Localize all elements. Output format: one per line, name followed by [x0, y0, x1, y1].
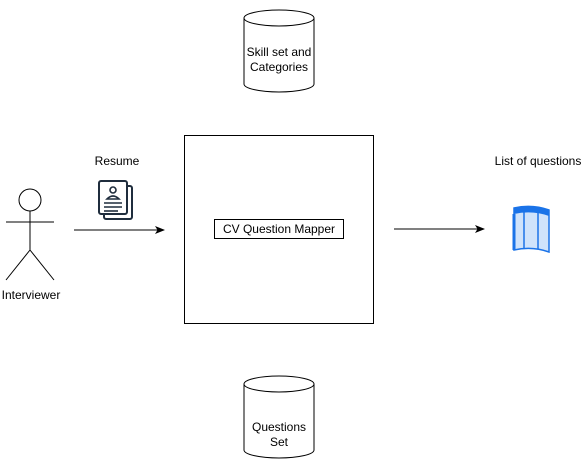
questions-database-icon[interactable] — [243, 375, 315, 459]
resume-label: Resume — [94, 154, 140, 168]
question-list-table-icon[interactable] — [512, 205, 550, 254]
resume-document-icon — [98, 180, 133, 220]
questions-database-label-line1: Questions — [251, 420, 307, 434]
skills-database-label-line2: Categories — [249, 60, 309, 74]
skills-database-icon[interactable] — [243, 9, 315, 93]
output-label: List of questions — [494, 154, 582, 168]
interviewer-actor-icon[interactable] — [5, 188, 55, 281]
mapper-label[interactable]: CV Question Mapper — [214, 219, 344, 239]
interviewer-label: Interviewer — [1, 288, 61, 302]
skills-database-label-line1: Skill set and — [246, 45, 312, 59]
questions-database-label-line2: Set — [269, 435, 288, 449]
